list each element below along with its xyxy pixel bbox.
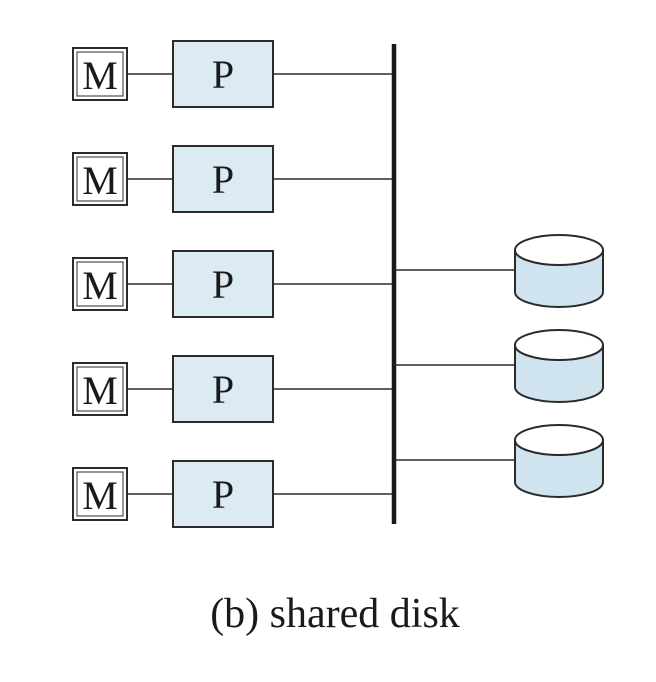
memory-label: M [82,53,118,98]
processor-label: P [212,367,234,412]
processor-label: P [212,262,234,307]
memory-label: M [82,473,118,518]
processor-label: P [212,472,234,517]
processor-box [172,145,274,213]
memory-label: M [82,368,118,413]
diagram-caption: (b) shared disk [210,591,460,637]
processor-label: P [212,157,234,202]
memory-box-inner [76,51,124,97]
memory-label: M [82,263,118,308]
disk-top [514,234,604,266]
memory-box-inner [76,471,124,517]
memory-box [72,362,128,416]
disk-top [514,424,604,456]
shared-disks [394,234,604,498]
processor-box [172,250,274,318]
disk [394,329,604,403]
processor-box [172,355,274,423]
processor-label: P [212,52,234,97]
disk-top [514,329,604,361]
memory-box [72,257,128,311]
memory-box-inner [76,366,124,412]
memory-box [72,467,128,521]
memory-label: M [82,158,118,203]
memory-box [72,47,128,101]
memory-box-inner [76,261,124,307]
memory-box-inner [76,156,124,202]
disk [394,424,604,498]
disk [394,234,604,308]
memory-box [72,152,128,206]
